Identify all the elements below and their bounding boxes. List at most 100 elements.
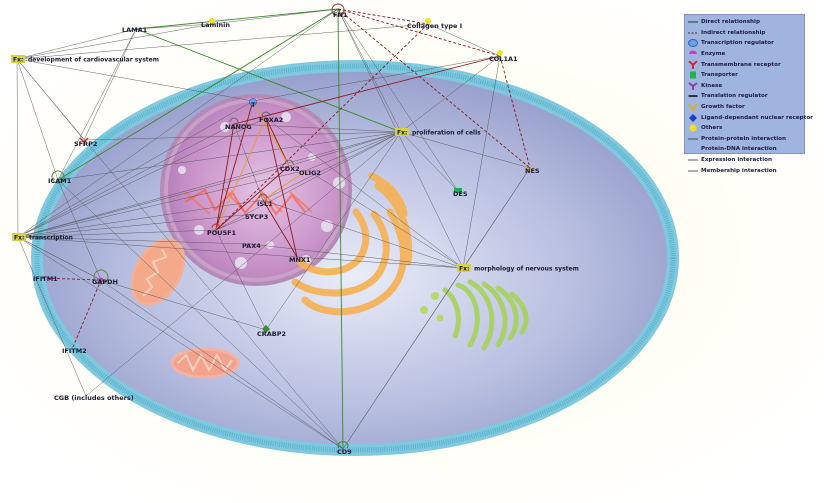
edge-icam1-fx_prolif [57, 131, 402, 181]
interaction-edges [16, 8, 531, 450]
edge-olig2-isl1 [262, 169, 308, 201]
edge-fn1-cd9 [337, 8, 344, 450]
node-pou5f1[interactable]: POU5F1 [207, 229, 237, 237]
node-gapdh[interactable]: GAPDH [92, 278, 118, 286]
node-olig2[interactable]: OLIG2 [299, 169, 321, 177]
fx-development-cardiovascular[interactable]: Fx: development of cardiovascular system [11, 55, 159, 64]
edge-col1a1-nes [499, 55, 531, 169]
edge-lama1-fx_cardio [16, 28, 137, 60]
legend-label: Membership interaction [701, 167, 777, 174]
node-cgb[interactable]: CGB (includes others) [54, 394, 134, 402]
node-pax4[interactable]: PAX4 [242, 242, 261, 250]
direct-relationship-icon [688, 18, 698, 26]
edge-col1a1-fx_prolif [400, 55, 501, 133]
node-foxa2[interactable]: FOXA2 [259, 116, 283, 124]
fx-proliferation-of-cells[interactable]: Fx: proliferation of cells [395, 128, 481, 137]
legend-label: Transcription regulator [701, 40, 774, 47]
fx-tag-box [457, 264, 471, 272]
edge-laminin-fx_cardio [16, 23, 213, 60]
fn1-glyph-icon [331, 3, 345, 17]
legend-indirect-relationship: Indirect relationship [688, 28, 801, 39]
node-collagen-type-i[interactable]: Collagen type I [407, 22, 462, 30]
isl1-glyph-icon [258, 193, 268, 199]
legend-label: Transmembrane receptor [701, 61, 781, 68]
edge-fx_morph-olig2 [306, 169, 464, 269]
legend-others: Others [688, 123, 801, 134]
node-fn1[interactable]: FN1 [333, 11, 348, 19]
legend-panel: Direct relationship Indirect relationshi… [684, 14, 813, 174]
edge-fx_transc-olig2 [17, 169, 308, 238]
edge-fn1-fx_transc [17, 8, 339, 238]
edge-cd9-nes [342, 167, 531, 450]
cdx2-glyph-icon [284, 159, 294, 165]
edge-cd9-fx_cardio [16, 58, 344, 450]
edge-fx_transc-mnx1 [17, 236, 298, 258]
legend-label: Kinase [701, 82, 723, 89]
gapdh-glyph-icon [93, 269, 109, 285]
node-cd9[interactable]: CD9 [337, 448, 352, 456]
edge-isl1-mnx1 [262, 199, 298, 258]
edge-icam1-gapdh [57, 179, 102, 281]
edge-fx_prolif-des [400, 131, 459, 192]
edge-cgb-fx_transc [17, 236, 87, 397]
edge-nanog-isl1 [233, 123, 264, 201]
edge-fx_prolif-fx_transc [17, 131, 402, 238]
expression-icon [688, 156, 698, 164]
fx-label: development of cardiovascular system [28, 57, 159, 64]
node-isl1[interactable]: ISL1 [257, 200, 273, 208]
edge-fn1-lama1 [135, 8, 339, 30]
fx-transcription[interactable]: Fx: transcription [12, 233, 73, 242]
node-sycp3[interactable]: SYCP3 [245, 213, 268, 221]
nanog-glyph-icon [229, 117, 239, 123]
edge-fn1-icam1 [57, 8, 339, 181]
edge-cd9-gapdh [100, 279, 344, 450]
node-glyphs [51, 3, 536, 449]
node-laminin[interactable]: Laminin [201, 21, 230, 29]
fx-tag: Fx: [459, 266, 469, 273]
legend-label: Indirect relationship [701, 29, 766, 36]
node-icam1[interactable]: ICAM1 [48, 177, 72, 185]
node-nanog[interactable]: NANOG [225, 123, 252, 131]
node-sfrp2[interactable]: SFRP2 [74, 140, 97, 148]
legend-label: Ligand-dependant nuclear receptor [701, 114, 813, 121]
node-t[interactable]: T [251, 101, 256, 109]
foxa2-glyph-icon [261, 111, 271, 117]
fx-tag-box [395, 128, 409, 136]
node-col1a1[interactable]: COL1A1 [489, 55, 518, 63]
edge-col1a1-nanog [233, 55, 501, 125]
edge-fx_prolif-olig2 [306, 131, 402, 171]
fx-label: morphology of nervous system [474, 266, 579, 273]
legend-ligand-nuclear-receptor: Ligand-dependant nuclear receptor [688, 112, 813, 123]
legend-kinase: Kinase [688, 81, 801, 92]
edge-gapdh-crabp2 [100, 279, 267, 331]
edge-col1a1-fx_morph [462, 55, 501, 269]
node-crabp2[interactable]: CRABP2 [257, 330, 286, 338]
node-lama1[interactable]: LAMA1 [122, 26, 148, 34]
edge-fx_cardio-t [16, 58, 254, 102]
legend-transporter: Transporter [688, 70, 801, 81]
node-mnx1[interactable]: MNX1 [289, 256, 311, 264]
pou5f1-glyph-icon [211, 223, 221, 229]
legend-label: Translation regulator [701, 93, 768, 100]
edge-gapdh-ifitm2 [72, 279, 102, 348]
node-ifitm2[interactable]: IFITM2 [62, 347, 87, 355]
edge-fn1-fx_morph [337, 8, 464, 269]
edge-fx_prolif-pou5f1 [215, 131, 402, 231]
edge-icam1-cd9 [57, 179, 344, 450]
fx-morphology-of-nervous-system[interactable]: Fx: morphology of nervous system [457, 264, 579, 273]
legend-enzyme: Enzyme [688, 49, 801, 60]
node-ifitm1[interactable]: IFITM1 [33, 275, 58, 283]
nes-glyph-icon [524, 165, 536, 173]
legend-label: Protein-DNA interaction [701, 146, 777, 153]
edge-fx_transc-cdx2 [17, 165, 290, 238]
enzyme-icon [688, 50, 698, 58]
node-nes[interactable]: NES [525, 167, 540, 175]
growth-factor-icon [688, 103, 698, 112]
sfrp2-receptor-icon [79, 137, 89, 146]
edge-fx_morph-isl1 [262, 199, 464, 269]
edge-col1a1-t [252, 55, 501, 102]
edge-foxa2-cdx2 [265, 117, 290, 167]
edge-collagen1-pou5f1 [215, 23, 429, 231]
node-cdx2[interactable]: CDX2 [280, 165, 300, 173]
node-des[interactable]: DES [453, 190, 468, 198]
